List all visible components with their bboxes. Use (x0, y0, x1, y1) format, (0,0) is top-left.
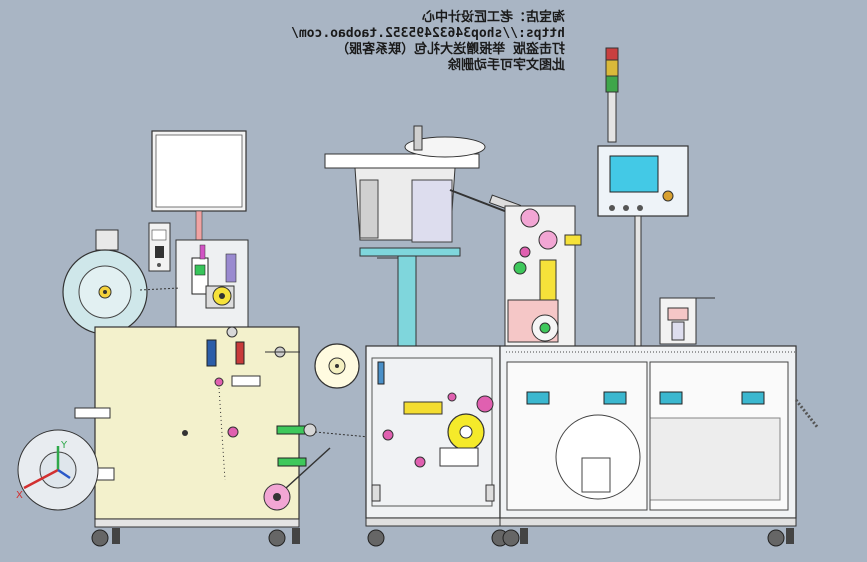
tape-reel (314, 343, 360, 389)
feed-tower-mechanism (504, 205, 582, 347)
material-reel (62, 229, 148, 335)
watermark-line: 淘宝店：老工匠设计中心 (421, 10, 565, 25)
vibratory-bowl-feeder (324, 125, 522, 243)
signal-tower (605, 47, 619, 143)
hmi-panel (597, 145, 689, 347)
axis-triad (17, 429, 99, 511)
left-machine-body (74, 326, 381, 520)
monitor (151, 130, 247, 242)
upper-mechanism-plate (175, 239, 249, 329)
watermark-line: 打击盗版 举报赠送大礼包（联系客服） (336, 42, 565, 57)
control-box (148, 222, 171, 272)
left-machine-feet (91, 518, 300, 547)
center-machine-body (365, 345, 501, 519)
watermark-line: 此图文字可手动删除 (447, 58, 565, 73)
right-feet (499, 517, 797, 547)
right-cabinet (499, 345, 820, 519)
watermark-text: 淘宝店：老工匠设计中心 https://shop34632495352.taob… (265, 10, 565, 74)
y-axis-label: Y (60, 440, 68, 451)
bowl-support-column (359, 247, 461, 347)
film-path (139, 287, 181, 291)
x-axis-label: X (16, 490, 23, 501)
pressing-module (659, 297, 715, 345)
center-feet (365, 517, 509, 547)
watermark-line: https://shop34632495352.taobao.com/ (291, 26, 565, 41)
